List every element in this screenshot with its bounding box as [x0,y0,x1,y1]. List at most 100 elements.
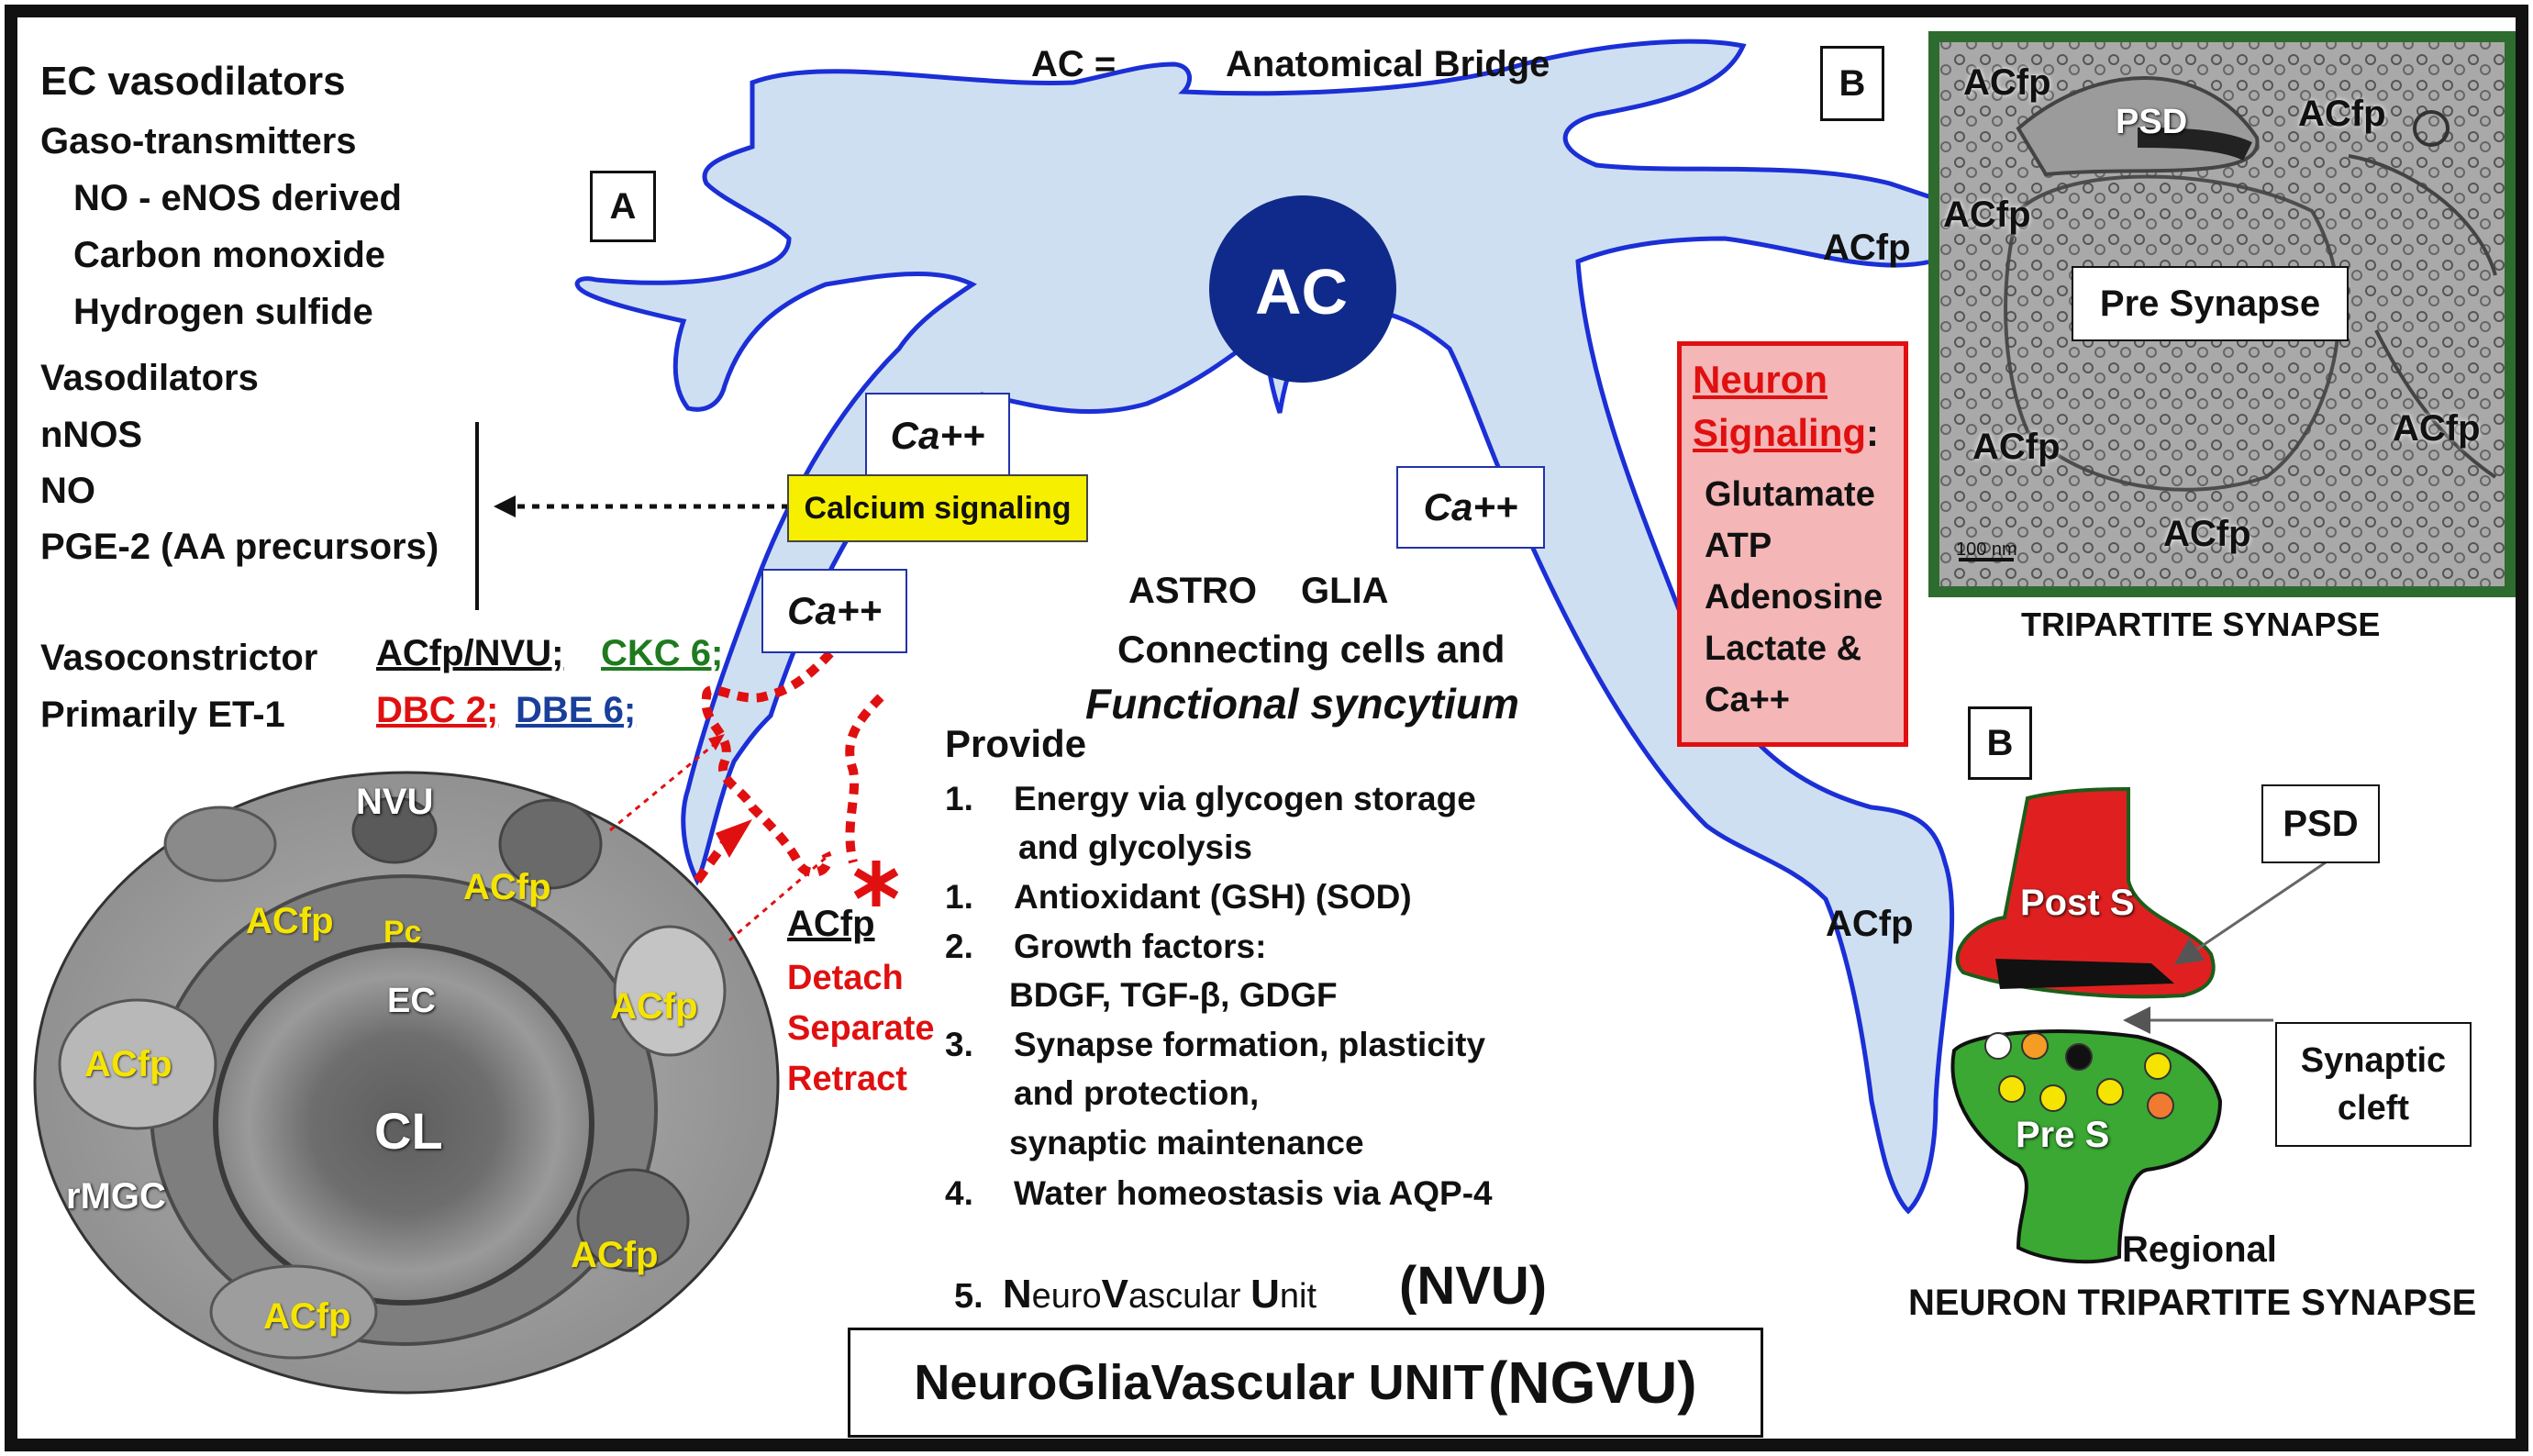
neuron-signaling-title-1: Neuron [1693,358,1828,401]
provide-item-3-line-1: Growth factors: [1014,928,1267,965]
red-arrowhead-small [708,734,725,750]
post-s-label: Post S [2020,883,2135,923]
nnos: nNOS [40,415,143,455]
ac-nucleus [1209,195,1396,383]
provide-item-4-line-2: and protection, [1014,1074,1260,1112]
provide-num-5: 4. [945,1174,973,1212]
em-acfp-3: ACfp [610,986,698,1027]
provide-item-1-line-2: and glycolysis [1018,828,1252,866]
em-ec-label: EC [387,982,436,1020]
neuron-signaling-title-2-wrap: Signaling: [1693,411,1879,455]
neuron-signaling-colon: : [1866,411,1879,454]
syn-acfp-5: ACfp [1972,427,2061,467]
signal-ca: Ca++ [1705,681,1790,719]
astro-label: ASTRO [1128,571,1257,611]
separate-label: Separate [787,1009,935,1048]
gaso-transmitters: Gaso-transmitters [40,121,357,161]
label-a: A [590,171,656,242]
calcium-signaling-label: Calcium signaling [787,474,1088,542]
nvu-nit: nit [1279,1277,1317,1316]
provide-item-4-line-3: synaptic maintenance [1009,1124,1364,1161]
anatomical-bridge: Anatomical Bridge [1226,44,1550,84]
signal-atp: ATP [1705,527,1772,565]
em-cl-label: CL [374,1102,443,1160]
provide-num-4: 3. [945,1026,973,1063]
dbe6: DBE 6; [516,690,637,730]
nvu-ascular: ascular [1128,1277,1241,1316]
no: NO [40,471,95,511]
neuron-signaling-title-2: Signaling [1693,411,1866,454]
vasoconstrictor: Vasoconstrictor [40,638,318,678]
syn-acfp-6: ACfp [2163,514,2251,554]
syn-acfp-4: ACfp [2393,408,2481,449]
provide-heading: Provide [945,722,1087,765]
calcium-arrowhead [494,495,516,517]
syn-acfp-3: ACfp [1943,195,2031,235]
provide-num-2: 1. [945,878,973,916]
retract-label: Retract [787,1060,907,1098]
em-acfp-4: ACfp [84,1044,172,1084]
label-b-top: B [1820,46,1884,121]
acfp-upper-right: ACfp [1823,228,1911,268]
nvu-abbr: (NVU) [1399,1256,1548,1316]
nvu-num: 5. [954,1277,983,1316]
psd-band [1995,959,2174,989]
em-pc-label: Pc [383,915,422,950]
syn-acfp-2: ACfp [2298,94,2386,134]
nvu-euro: euro [1031,1277,1102,1316]
synaptic-label: Synaptic [2300,1041,2447,1080]
provide-item-1-line-1: Energy via glycogen storage [1014,780,1476,817]
no-enos: NO - eNOS derived [73,178,402,218]
ac-equals: AC = [1031,44,1117,84]
syn-acfp-1: ACfp [1963,62,2051,103]
syn-psd-label: PSD [2116,103,2188,141]
pre-synapse-label: Pre Synapse [2072,266,2349,341]
nvu-v: V [1101,1272,1129,1317]
provide-item-5-line-1: Water homeostasis via AQP-4 [1014,1174,1493,1212]
cleft-label: cleft [2337,1089,2410,1128]
ca-box-1: Ca++ [865,393,1010,479]
functional-syncytium: Functional syncytium [1085,680,1519,728]
synapse-diagram [1950,786,2327,1264]
acfp-lower-right: ACfp [1826,904,1914,944]
signal-glutamate: Glutamate [1705,475,1875,514]
neuron-signaling-box [1677,341,1908,747]
ca-box-2: Ca++ [761,569,907,653]
signal-adenosine: Adenosine [1705,578,1883,617]
ac-label: AC [1255,256,1349,328]
red-arrowhead [716,819,752,858]
vasodilators-heading: Vasodilators [40,358,259,398]
provide-num-3: 2. [945,928,973,965]
provide-item-3-line-2: BDGF, TGF-β, GDGF [1009,976,1338,1014]
ngvu-abbr: (NGVU) [1488,1350,1697,1416]
red-asterisk [853,861,899,906]
retracting-acfp-outline [701,650,884,877]
acfp-nvu: ACfp/NVU; [376,633,564,673]
ckc6: CKC 6; [601,633,724,673]
nvu-line: 5. NeuroVascular Unit [954,1272,1316,1317]
em-acfp-6: ACfp [263,1296,351,1337]
pge2: PGE-2 (AA precursors) [40,527,439,567]
psd-box: PSD [2261,784,2380,863]
detach-arrows [609,741,827,942]
acfp-retract-label: ACfp [787,904,875,944]
provide-item-4-line-1: Synapse formation, plasticity [1014,1026,1486,1063]
em-acfp-2: ACfp [246,901,334,941]
connecting-cells: Connecting cells and [1117,628,1505,671]
provide-num-1: 1. [945,780,973,817]
neuron-tripartite-caption: NEURON TRIPARTITE SYNAPSE [1908,1283,2477,1323]
ec-vasodilators-heading: EC vasodilators [40,59,346,104]
em-acfp-5: ACfp [571,1235,659,1275]
nvu-u: U [1250,1272,1280,1317]
ngvu-text: NeuroGliaVascular UNIT [914,1355,1484,1410]
synaptic-cleft-box: Synaptic cleft [2275,1022,2472,1147]
dbc2: DBC 2; [376,690,499,730]
hydrogen-sulfide: Hydrogen sulfide [73,292,373,332]
carbon-monoxide: Carbon monoxide [73,235,386,275]
em-nvu-label: NVU [356,782,434,822]
et1: Primarily ET-1 [40,695,285,735]
outer-frame [5,5,2528,1451]
astrocyte-shape [574,39,1955,1215]
